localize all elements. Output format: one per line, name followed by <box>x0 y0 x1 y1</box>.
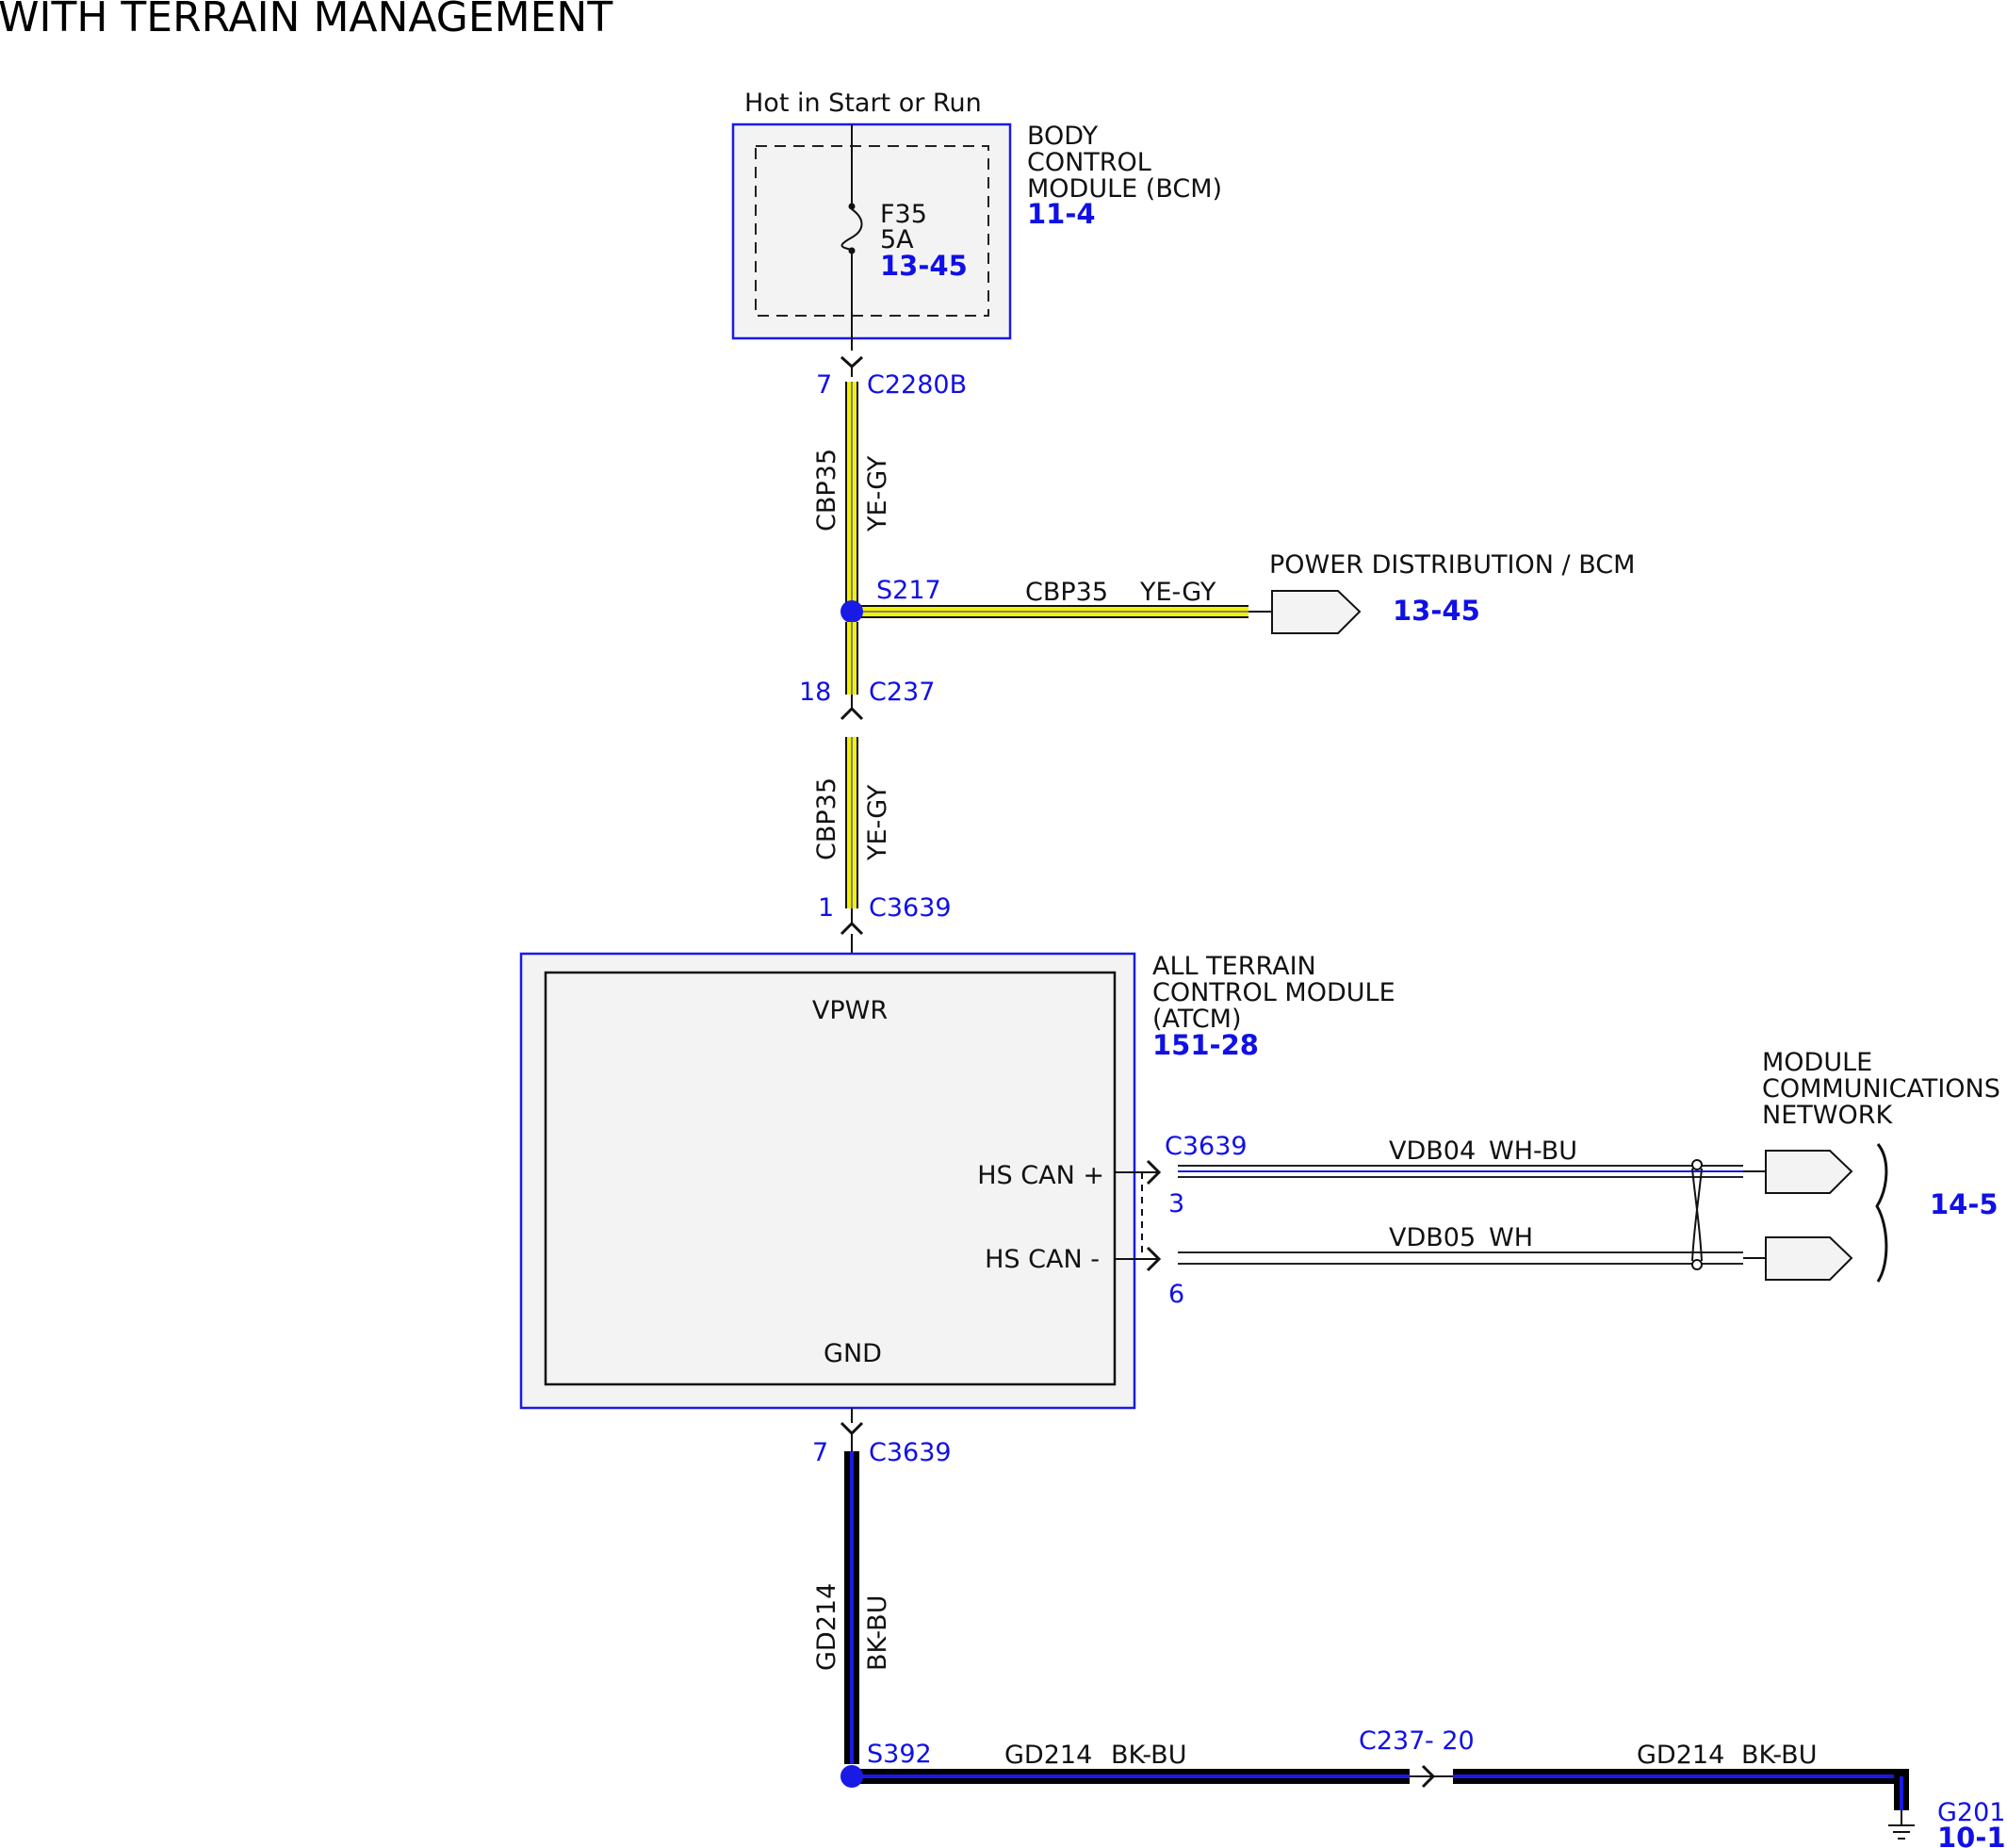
c237-connector-symbol[interactable] <box>840 706 864 721</box>
bcm-name-line-3: MODULE (BCM) <box>1027 174 1222 204</box>
c3639-ground-pin: 7 <box>812 1438 828 1467</box>
gd214-b-color: BK-BU <box>1741 1741 1817 1770</box>
network-brace <box>1875 1143 1888 1283</box>
bcm-fuse-box <box>755 145 989 317</box>
atcm-hs-can-minus-label: HS CAN - <box>985 1245 1100 1274</box>
power-distribution-ref-link[interactable]: 13-45 <box>1393 595 1480 627</box>
c237-pin: 18 <box>799 678 831 707</box>
twisted-pair-strand-b <box>1691 1168 1703 1262</box>
wire-gd214-vertical-circuit: GD214 <box>812 1583 841 1671</box>
fuse-rating: 5A <box>880 225 914 254</box>
supply-label: Hot in Start or Run <box>744 89 982 118</box>
atcm-hs-can-plus-label: HS CAN + <box>977 1161 1104 1190</box>
atcm-name-line-3: (ATCM) <box>1152 1005 1242 1034</box>
splice-s217[interactable] <box>840 600 863 623</box>
bcm-name-line-1: BODY <box>1027 122 1099 151</box>
branch-circuit: CBP35 <box>1025 578 1108 607</box>
bcm-name-line-2: CONTROL <box>1027 148 1151 177</box>
splice-s392[interactable] <box>840 1765 863 1788</box>
twisted-pair-top <box>1691 1159 1703 1170</box>
c3639-can-minus-connector-symbol[interactable] <box>1146 1246 1162 1272</box>
ground-icon[interactable] <box>1888 1824 1915 1840</box>
fuse-f35-symbol[interactable] <box>840 208 863 251</box>
ground-ref-link[interactable]: 10-10 <box>1937 1822 2007 1848</box>
vdb04-color: WH-BU <box>1489 1137 1577 1166</box>
wire-gd214-vertical-stripe <box>850 1451 854 1764</box>
wire-gd214-drop-stripe <box>1900 1776 1903 1810</box>
network-ref-link[interactable]: 14-5 <box>1930 1188 1999 1220</box>
wire-cbp35-upper-circuit: CBP35 <box>812 449 841 532</box>
fuse-ref-link[interactable]: 13-45 <box>880 250 968 282</box>
wire-vdb05-fill <box>1178 1253 1743 1263</box>
ground-g201-label: G201 <box>1937 1798 2005 1827</box>
vdb04-circuit: VDB04 <box>1389 1137 1476 1166</box>
c3639-power-connector-symbol[interactable] <box>840 921 864 936</box>
gd214-a-color: BK-BU <box>1111 1741 1186 1770</box>
c3639-ground-label[interactable]: C3639 <box>869 1438 952 1467</box>
wire-gd214-vertical-color: BK-BU <box>863 1595 892 1671</box>
branch-color: YE-GY <box>1139 578 1216 607</box>
network-name-line-2: COMMUNICATIONS <box>1762 1074 2000 1104</box>
c237-ground-label[interactable]: C237 <box>1359 1726 1425 1756</box>
c3639-ground-connector-symbol[interactable] <box>840 1421 864 1436</box>
fuse-terminal-top <box>848 203 856 210</box>
network-minus-arrow-connector[interactable] <box>1765 1236 1853 1281</box>
wire-cbp35-upper-stripe <box>851 382 853 611</box>
atcm-vpwr-label: VPWR <box>812 996 888 1025</box>
c237-label[interactable]: C237 <box>869 678 935 707</box>
wire-vdb04-stripe <box>1178 1170 1743 1172</box>
power-distribution-arrow-connector[interactable] <box>1271 590 1362 634</box>
twisted-pair-bottom <box>1691 1259 1703 1270</box>
wire-s217-c237-stripe <box>851 622 853 695</box>
c3639-can-plus-connector-symbol[interactable] <box>1146 1159 1162 1186</box>
wire-gd214-horizontal-a-stripe <box>859 1774 1410 1778</box>
atcm-name-line-2: CONTROL MODULE <box>1152 978 1395 1007</box>
vdb05-color: WH <box>1489 1223 1533 1252</box>
can-minus-pin: 6 <box>1168 1280 1184 1309</box>
atcm-module-inner <box>544 971 1117 1386</box>
gd214-b-circuit: GD214 <box>1637 1741 1724 1770</box>
atcm-gnd-label: GND <box>824 1339 882 1368</box>
splice-s217-label: S217 <box>876 576 941 605</box>
network-name-line-3: NETWORK <box>1762 1101 1893 1130</box>
can-plus-pin: 3 <box>1168 1189 1184 1218</box>
network-name-line-1: MODULE <box>1762 1048 1872 1077</box>
c2280b-label[interactable]: C2280B <box>867 370 967 400</box>
power-distribution-label: POWER DISTRIBUTION / BCM <box>1269 550 1635 580</box>
diagram-title: WITH TERRAIN MANAGEMENT <box>0 0 612 41</box>
wire-cbp35-lower-stripe <box>851 737 853 908</box>
bcm-module-box[interactable] <box>731 123 1012 340</box>
c3639-power-pin: 1 <box>818 893 834 923</box>
twisted-pair-strand-a <box>1691 1168 1703 1262</box>
c237-ground-pin: - 20 <box>1425 1726 1475 1756</box>
wire-cbp35-lower-color: YE-GY <box>863 784 892 861</box>
c2280b-connector-symbol[interactable] <box>840 355 864 369</box>
c3639-power-label[interactable]: C3639 <box>869 893 952 923</box>
c2280b-pin: 7 <box>816 370 832 400</box>
wire-cbp35-branch-stripe <box>860 611 1248 613</box>
atcm-name-line-1: ALL TERRAIN <box>1152 952 1316 981</box>
wire-cbp35-upper-color: YE-GY <box>863 455 892 532</box>
vdb05-circuit: VDB05 <box>1389 1223 1476 1252</box>
gd214-a-circuit: GD214 <box>1004 1741 1092 1770</box>
c3639-can-label[interactable]: C3639 <box>1165 1132 1248 1161</box>
splice-s392-label: S392 <box>867 1740 932 1769</box>
network-plus-arrow-connector[interactable] <box>1765 1150 1853 1194</box>
atcm-ref-link[interactable]: 151-28 <box>1152 1029 1259 1061</box>
fuse-name: F35 <box>880 200 927 229</box>
wire-cbp35-lower-circuit: CBP35 <box>812 777 841 860</box>
wire-gd214-horizontal-b-stripe <box>1453 1774 1901 1778</box>
bcm-ref-link[interactable]: 11-4 <box>1027 198 1096 230</box>
